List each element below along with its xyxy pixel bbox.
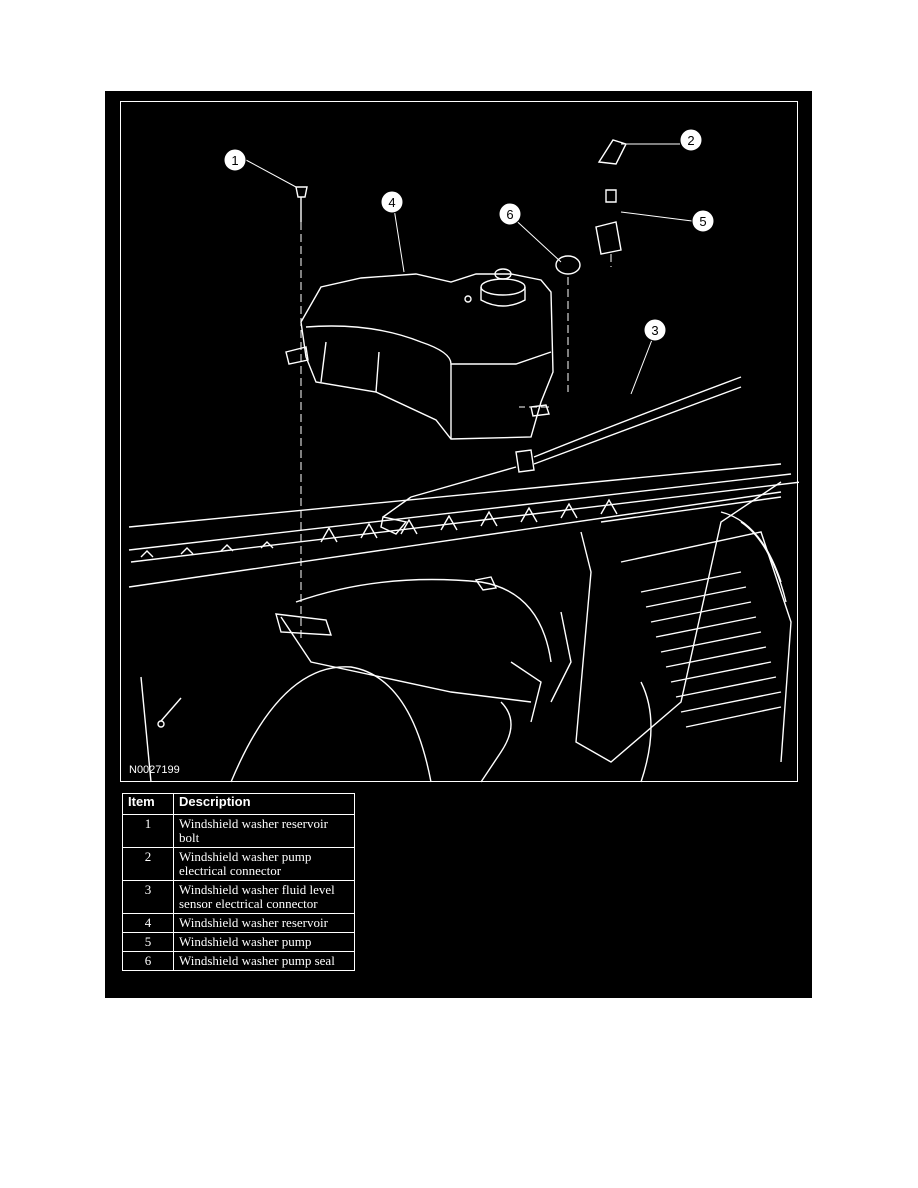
svg-text:5: 5 <box>699 214 706 229</box>
svg-text:4: 4 <box>388 195 395 210</box>
legend-row: 2 Windshield washer pump electrical conn… <box>122 847 355 881</box>
svg-text:6: 6 <box>506 207 513 222</box>
callout-3: 3 <box>643 318 667 342</box>
legend-item-description: Windshield washer pump seal <box>173 951 355 971</box>
callout-6: 6 <box>498 202 522 226</box>
legend-item-description: Windshield washer reservoir bolt <box>173 814 355 848</box>
svg-text:1: 1 <box>231 153 238 168</box>
legend-item-number: 1 <box>122 814 174 848</box>
legend-item-description: Windshield washer fluid level sensor ele… <box>173 880 355 914</box>
figure-id: N0027199 <box>129 764 180 776</box>
callout-4: 4 <box>380 190 404 214</box>
washer-reservoir-illustration: 1 2 3 4 5 6 <box>128 128 799 783</box>
svg-text:2: 2 <box>687 133 694 148</box>
legend-item-number: 5 <box>122 932 174 952</box>
legend-item-number: 3 <box>122 880 174 914</box>
legend-row: 1 Windshield washer reservoir bolt <box>122 814 355 848</box>
legend-item-description: Windshield washer pump <box>173 932 355 952</box>
legend-header-row: Item Description <box>122 793 355 815</box>
svg-text:3: 3 <box>651 323 658 338</box>
item-column-header: Item <box>122 793 174 815</box>
illustration-figure: 1 2 3 4 5 6 N0027199 <box>120 101 799 783</box>
legend-row: 5 Windshield washer pump <box>122 932 355 952</box>
legend-item-number: 4 <box>122 913 174 933</box>
legend-item-number: 2 <box>122 847 174 881</box>
callout-2: 2 <box>679 128 703 152</box>
legend-item-number: 6 <box>122 951 174 971</box>
legend-item-description: Windshield washer reservoir <box>173 913 355 933</box>
callouts: 1 2 3 4 5 6 <box>223 128 715 342</box>
callout-5: 5 <box>691 209 715 233</box>
callout-1: 1 <box>223 148 247 172</box>
legend-row: 4 Windshield washer reservoir <box>122 913 355 933</box>
legend-item-description: Windshield washer pump electrical connec… <box>173 847 355 881</box>
legend-table: Item Description 1 Windshield washer res… <box>122 793 355 971</box>
legend-row: 6 Windshield washer pump seal <box>122 951 355 971</box>
description-column-header: Description <box>173 793 355 815</box>
legend-row: 3 Windshield washer fluid level sensor e… <box>122 880 355 914</box>
